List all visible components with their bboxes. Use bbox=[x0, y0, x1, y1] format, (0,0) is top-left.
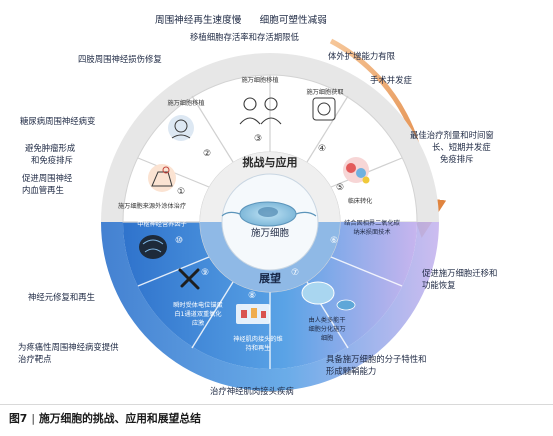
segment-4-text: 施万细胞获取 bbox=[306, 88, 343, 96]
outer-top-line-1: 周围神经再生速度慢 细胞可塑性减弱 bbox=[155, 15, 327, 26]
center-label: 施万细胞 bbox=[251, 227, 290, 239]
left-label-1: 四肢周围神经损伤修复 bbox=[78, 54, 162, 64]
center-top-band bbox=[200, 152, 340, 222]
left-label-3b: 和免疫排斥 bbox=[31, 155, 73, 165]
bottom-dividers bbox=[137, 256, 403, 369]
left-label-6b: 治疗靶点 bbox=[18, 354, 52, 364]
segment-9-text-1: 瞬时受体电位锚蛋 bbox=[173, 301, 223, 309]
segment-7-text-3: 细胞 bbox=[321, 334, 333, 342]
right-label-2: 手术并发症 bbox=[370, 75, 412, 85]
segment-2-num: ② bbox=[203, 149, 211, 159]
segment-8-text-1: 神经肌肉接头的维 bbox=[233, 335, 283, 343]
segment-1-text: 施万细胞来源外涂体治疗 bbox=[118, 202, 186, 210]
segment-1: ① 施万细胞来源外涂体治疗 bbox=[118, 164, 186, 210]
segment-4: ④ 施万细胞获取 bbox=[306, 88, 343, 154]
top-outer-ring bbox=[101, 53, 439, 222]
caption-divider bbox=[0, 404, 553, 405]
segment-8-text-2: 持和再生 bbox=[246, 344, 271, 352]
right-label-5b: 形成髓鞘能力 bbox=[326, 366, 377, 376]
segment-5-text: 临床转化 bbox=[348, 197, 373, 205]
segment-9-text-2: 白1通道双重氧化 bbox=[174, 310, 221, 318]
right-label-3b: 长、短期并发症 bbox=[432, 142, 491, 152]
segment-3-num: ③ bbox=[254, 134, 262, 144]
segment-7: ⑦ 由人类多能干 细胞分化施万 细胞 bbox=[291, 268, 356, 342]
left-label-2: 糖尿病周围神经病变 bbox=[20, 116, 96, 126]
right-label-3c: 免疫排斥 bbox=[440, 154, 474, 164]
bottom-outer-ring bbox=[101, 222, 439, 391]
right-label-4b: 功能恢复 bbox=[422, 280, 456, 290]
schwann-cell-illustration bbox=[221, 201, 317, 227]
right-label-5a: 具备施万细胞的分子特性和 bbox=[326, 354, 427, 364]
segment-8-num: ⑧ bbox=[248, 291, 256, 301]
right-label-3a: 最佳治疗剂量和时间窗 bbox=[410, 130, 494, 140]
bottom-label: 治疗神经肌肉接头疾病 bbox=[210, 386, 294, 396]
figure-caption-text: 施万细胞的挑战、应用和展望总结 bbox=[38, 412, 201, 425]
left-label-6a: 为疼痛性周围神经病变提供 bbox=[18, 342, 119, 352]
right-label-4a: 促进施万细胞迁移和 bbox=[422, 268, 498, 278]
segment-10-text: 中枢神经营养因子 bbox=[137, 220, 187, 228]
segment-9-text-3: 应激 bbox=[192, 319, 204, 327]
outer-top-line-2: 移植细胞存活率和存活期限低 bbox=[190, 32, 299, 42]
segment-3-text: 施万细胞移植 bbox=[241, 76, 278, 84]
segment-4-num: ④ bbox=[318, 144, 326, 154]
segment-3: ③ 施万细胞移植 bbox=[239, 76, 282, 144]
segment-2-text: 施万细胞移植 bbox=[167, 99, 204, 107]
segment-7-num: ⑦ bbox=[291, 268, 299, 278]
segment-6-text-1: 结合固相界二氧化碳 bbox=[344, 219, 400, 227]
right-label-1: 体外扩增能力有限 bbox=[328, 51, 395, 61]
segment-5-num: ⑤ bbox=[336, 183, 344, 193]
left-label-4b: 内血管再生 bbox=[22, 185, 64, 195]
left-label-3a: 避免肿瘤形成 bbox=[25, 143, 76, 153]
left-label-4a: 促进周围神经 bbox=[22, 173, 73, 183]
figure-caption: 图7|施万细胞的挑战、应用和展望总结 bbox=[9, 410, 201, 426]
caption-separator: | bbox=[31, 412, 35, 425]
figure-number: 图7 bbox=[9, 412, 28, 425]
segment-7-text-1: 由人类多能干 bbox=[308, 316, 345, 324]
segment-2: ② 施万细胞移植 bbox=[167, 99, 211, 159]
center-bottom-band bbox=[200, 222, 340, 292]
center-bottom-label: 展望 bbox=[258, 271, 281, 285]
segment-10: ⑩ 中枢神经营养因子 bbox=[137, 220, 187, 259]
segment-9-num: ⑨ bbox=[201, 268, 209, 278]
segment-6-num: ⑥ bbox=[330, 236, 338, 246]
center-top-label: 挑战与应用 bbox=[243, 155, 298, 169]
segment-9: ⑨ 瞬时受体电位锚蛋 白1通道双重氧化 应激 bbox=[173, 268, 223, 327]
segment-10-num: ⑩ bbox=[175, 236, 183, 246]
segment-8: ⑧ 神经肌肉接头的维 持和再生 bbox=[233, 291, 283, 352]
segment-5: ⑤ 临床转化 bbox=[336, 157, 372, 205]
segment-7-text-2: 细胞分化施万 bbox=[308, 325, 345, 333]
segment-1-num: ① bbox=[177, 187, 185, 197]
left-label-5: 神经元修复和再生 bbox=[28, 292, 95, 302]
segment-6-text-2: 纳米损面技术 bbox=[353, 228, 390, 236]
segment-6: ⑥ 结合固相界二氧化碳 纳米损面技术 bbox=[330, 219, 401, 246]
